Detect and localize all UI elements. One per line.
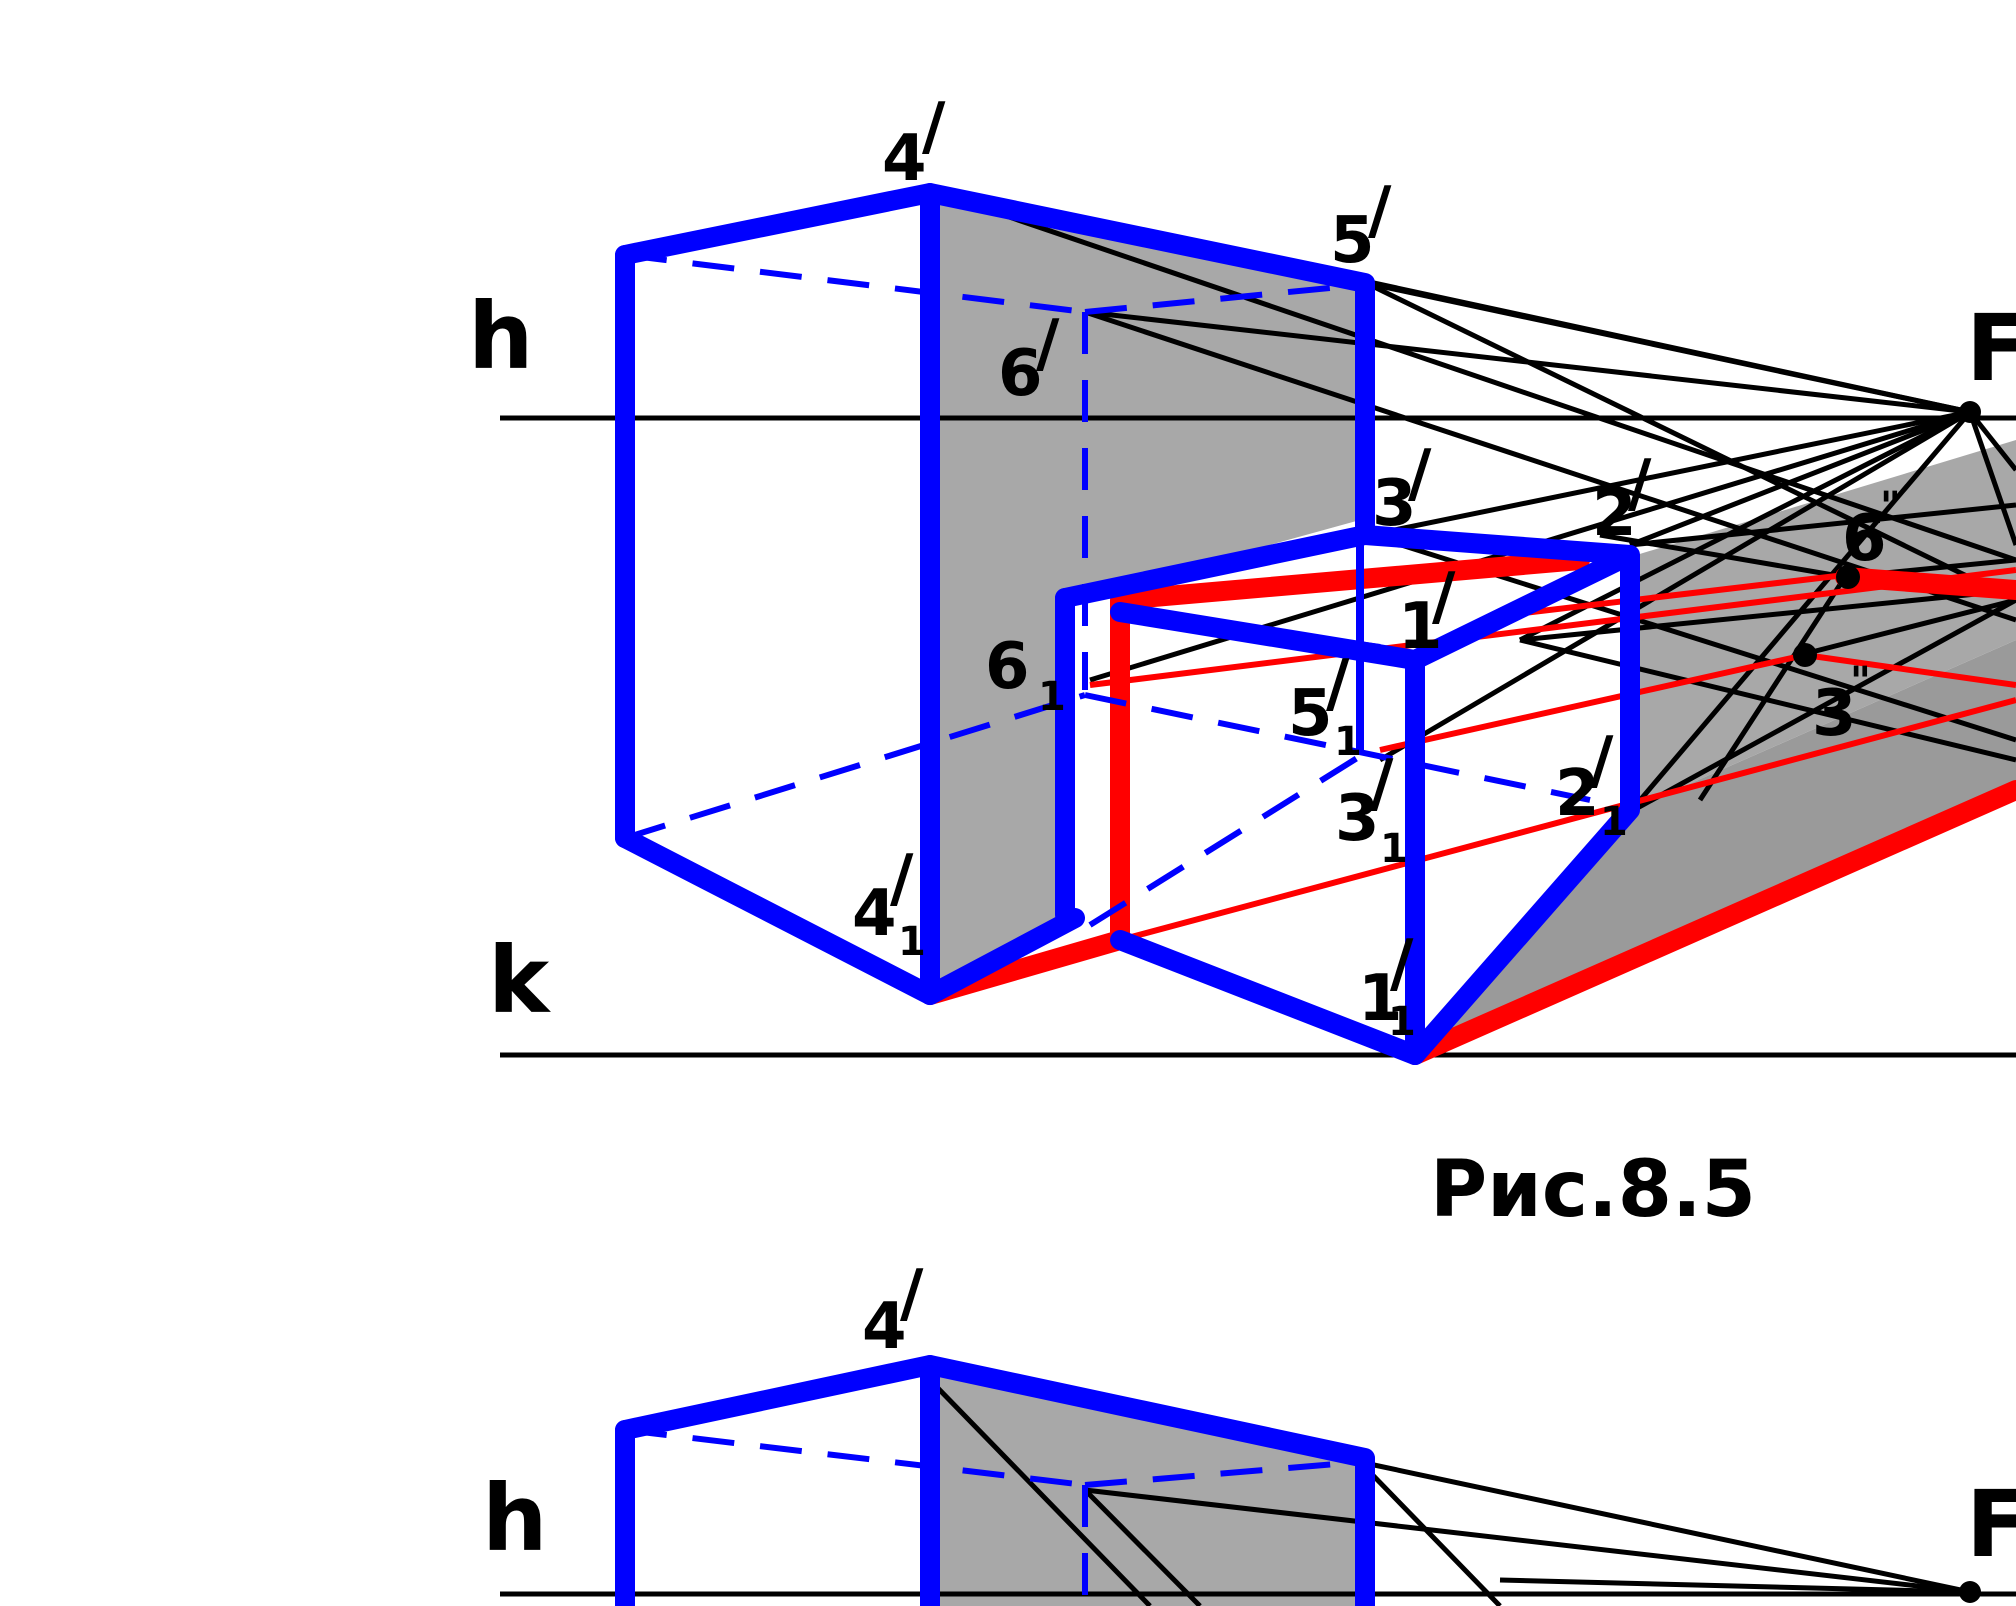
svg-text:/: / bbox=[922, 90, 946, 164]
upper-figure: h k F 4 / 5 / 6 / 3 / 2 / 1 / 6 1 5 / 1 … bbox=[468, 90, 2016, 1235]
label-1prime: 1 bbox=[1398, 590, 1443, 664]
svg-text:/: / bbox=[1370, 747, 1394, 821]
svg-text:": " bbox=[1880, 484, 1901, 530]
label-4prime: 4 bbox=[882, 122, 927, 196]
label-6-sub1: 6 bbox=[985, 630, 1030, 704]
svg-text:/: / bbox=[1432, 560, 1456, 634]
lower-figure: h F 4 / bbox=[482, 1257, 2016, 1606]
lower-vanishing-point-dot bbox=[1959, 1581, 1981, 1603]
label-1prime-sub1: 1 bbox=[1358, 962, 1403, 1036]
point-3dd-dot bbox=[1793, 643, 1817, 667]
svg-text:": " bbox=[1850, 659, 1871, 705]
svg-text:1: 1 bbox=[1334, 719, 1362, 765]
label-2prime-sub1: 2 bbox=[1555, 757, 1600, 831]
lower-vanishing-point-label: F bbox=[1966, 1471, 2016, 1578]
vanishing-point-label: F bbox=[1966, 295, 2016, 402]
shadow-strip-right bbox=[1620, 440, 2016, 810]
label-6prime: 6 bbox=[998, 337, 1043, 411]
svg-text:/: / bbox=[1036, 307, 1060, 381]
svg-text:1: 1 bbox=[1600, 799, 1628, 845]
shadow-outline bbox=[920, 550, 2016, 1065]
label-6-doubleprime: 6 bbox=[1842, 502, 1887, 576]
label-3prime-sub1: 3 bbox=[1335, 782, 1380, 856]
svg-text:/: / bbox=[1628, 447, 1652, 521]
svg-text:1: 1 bbox=[1380, 826, 1408, 872]
svg-text:/: / bbox=[1390, 927, 1414, 1001]
horizon-label: h bbox=[468, 283, 534, 390]
shadow-on-ground bbox=[1420, 640, 2016, 1060]
lower-construction-lines bbox=[928, 1378, 1971, 1606]
point-labels: 4 / 5 / 6 / 3 / 2 / 1 / 6 1 5 / 1 3 / 1 … bbox=[852, 90, 1901, 1045]
label-5prime: 5 bbox=[1330, 204, 1375, 278]
svg-text:/: / bbox=[1326, 647, 1350, 721]
figure-caption: Рис.8.5 bbox=[1430, 1145, 1756, 1235]
lower-shadow-on-back-wall bbox=[930, 1370, 1360, 1606]
visible-edges bbox=[615, 183, 1640, 1065]
shadow-construction-lines bbox=[1089, 567, 2016, 943]
lower-label-4prime: 4 bbox=[862, 1290, 907, 1364]
svg-text:1: 1 bbox=[1038, 674, 1066, 720]
vanishing-point-dot bbox=[1959, 401, 1981, 423]
hidden-edges bbox=[624, 252, 1591, 928]
lower-visible-edges bbox=[615, 1355, 1375, 1606]
svg-text:1: 1 bbox=[898, 919, 926, 965]
svg-text:/: / bbox=[890, 842, 914, 916]
label-2prime: 2 bbox=[1592, 477, 1637, 551]
label-3prime: 3 bbox=[1372, 467, 1417, 541]
label-4prime-sub1: 4 bbox=[852, 877, 897, 951]
label-5prime-sub1: 5 bbox=[1288, 677, 1333, 751]
point-6dd-dot bbox=[1836, 565, 1860, 589]
lower-horizon-label: h bbox=[482, 1465, 548, 1572]
svg-text:/: / bbox=[1408, 437, 1432, 511]
ground-label: k bbox=[488, 927, 551, 1034]
svg-text:/: / bbox=[1590, 724, 1614, 798]
lower-hidden-edges bbox=[624, 1427, 1361, 1606]
label-3-doubleprime: 3 bbox=[1812, 677, 1857, 751]
svg-text:1: 1 bbox=[1388, 999, 1416, 1045]
svg-text:/: / bbox=[1368, 174, 1392, 248]
svg-text:/: / bbox=[900, 1257, 924, 1331]
shadow-on-back-wall bbox=[930, 195, 1360, 990]
